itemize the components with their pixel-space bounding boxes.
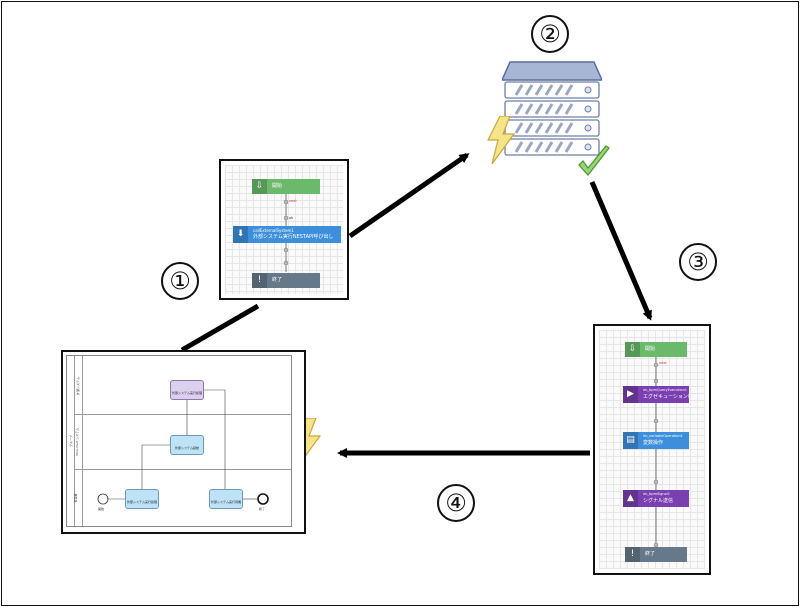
node-id: im_variableOperation1 (643, 434, 683, 438)
edge-label: ok (289, 216, 294, 220)
flow-node-call-external: ⬇ callExternalSystem1 外部システム実行NESTAPI呼び出… (233, 226, 341, 243)
task-label: 外部システム実行待機 (211, 500, 241, 504)
flow-node-start: ⇩ 開始 (625, 342, 687, 357)
start-icon: ⇩ (252, 179, 267, 194)
arrow-1-to-panel (180, 303, 260, 353)
flow-canvas: ⇩ 開始 next ▶ im_bpmQueryExecution1 エグゼキューシ… (599, 330, 705, 569)
arrow-panel-to-server (348, 152, 470, 239)
step-4-label: ④ (437, 484, 475, 522)
start-label: 開始 (645, 346, 656, 352)
node-label: 外部システム実行NESTAPI呼び出し (253, 234, 334, 240)
start-event (97, 493, 109, 505)
node-label: 変数操作 (643, 440, 664, 446)
edge-label: next (289, 199, 297, 203)
step-1-label: ① (161, 262, 199, 300)
end-label: 終了 (272, 277, 283, 283)
end-event (257, 493, 269, 505)
check-icon (578, 145, 610, 177)
start-label: 開始 (98, 507, 105, 511)
query-icon: ▶ (623, 386, 638, 403)
start-label: 開始 (272, 183, 283, 189)
task-external-receive: 外部システム起動 (170, 435, 204, 455)
flow-node-query-execution: ▶ im_bpmQueryExecution1 エグゼキューション検索 (623, 386, 689, 403)
flow-panel-rest-call: ⇩ 開始 next ok ⬇ callExternalSystem1 外部システム… (219, 159, 349, 300)
task-external-run: 外部システム実行処理 (170, 380, 204, 400)
task-label: 外部システム実行処理 (172, 391, 202, 395)
node-id: im_bpmQueryExecution1 (643, 388, 688, 392)
flow-node-end: ! 終了 (625, 547, 687, 562)
bpmn-panel: グループ 外部システム intra-mart システム 担当者 外部システム実行… (61, 350, 306, 534)
bpmn-edges (97, 389, 269, 505)
task-label: 外部システム起動 (175, 446, 199, 450)
flow-node-end: ! 終了 (252, 273, 320, 288)
variable-icon: ▤ (623, 432, 638, 449)
end-icon: ! (252, 273, 267, 288)
task-label: 外部システム実行処理 (127, 500, 157, 504)
step-3-label: ③ (679, 243, 717, 281)
arrow-server-to-panel3 (589, 181, 653, 321)
end-label: 終了 (645, 551, 656, 557)
flow-canvas: ⇩ 開始 next ok ⬇ callExternalSystem1 外部システム… (225, 165, 343, 294)
end-icon: ! (625, 547, 640, 562)
flow-node-start: ⇩ 開始 (252, 179, 320, 194)
flow-connector (283, 243, 289, 272)
step-2-label: ② (531, 15, 569, 53)
edge-label: next (659, 361, 667, 365)
start-icon: ⇩ (625, 342, 640, 357)
end-label: 終了 (259, 507, 266, 511)
bpmn-pool: グループ 外部システム intra-mart システム 担当者 外部システム実行… (66, 355, 292, 527)
node-id: callExternalSystem1 (253, 228, 294, 233)
flow-node-variable-operation: ▤ im_variableOperation1 変数操作 (623, 432, 689, 449)
node-id: im_bpmSignal1 (643, 492, 670, 496)
flow-node-signal: ▲ im_bpmSignal1 シグナル送信 (623, 490, 689, 507)
signal-icon: ▲ (623, 490, 638, 507)
lightning-bolt-icon (487, 116, 516, 165)
node-label: エグゼキューション検索 (643, 394, 689, 400)
lane-divider (75, 414, 291, 415)
task-b: 外部システム実行待機 (209, 489, 243, 509)
pool-label-column (67, 356, 75, 526)
flow-panel-signal: ⇩ 開始 next ▶ im_bpmQueryExecution1 エグゼキューシ… (593, 324, 711, 575)
server-icon (502, 61, 602, 156)
task-a: 外部システム実行処理 (125, 489, 159, 509)
node-label: シグナル送信 (643, 498, 674, 504)
lane-divider (75, 469, 291, 470)
lane-label-column (75, 356, 83, 526)
arrow-down-icon: ⬇ (233, 226, 248, 243)
